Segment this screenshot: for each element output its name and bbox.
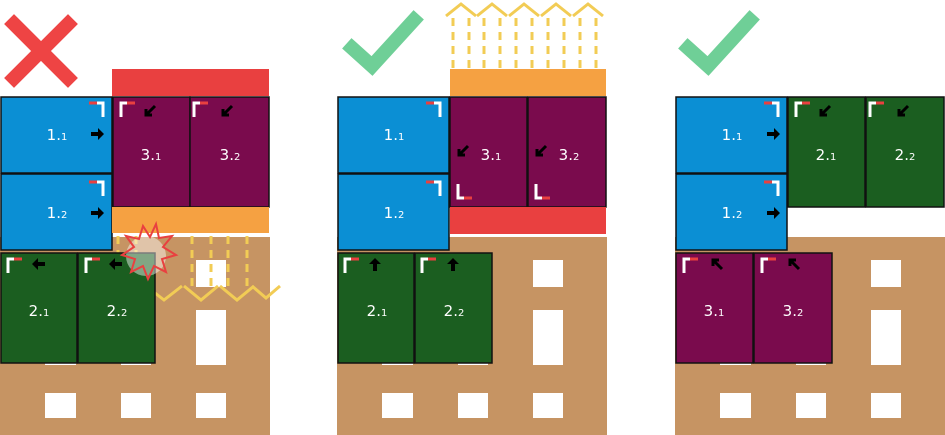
box-sublabel: 1 [61,132,67,143]
box-label: 2. [367,302,381,320]
red-bar [112,69,269,96]
box-3-2: 3.2 [527,96,607,208]
box-label: 3. [220,146,234,164]
svg-text:1.2: 1.2 [47,204,68,222]
panel-2: 1.1 1.2 3.1 3.2 2.1 [337,2,607,435]
box-1-2: 1.2 [0,173,113,251]
box-label: 3. [704,302,718,320]
svg-text:3.2: 3.2 [220,146,241,164]
box-sublabel: 2 [234,152,240,163]
box-sublabel: 2 [573,152,579,163]
box-2-1: 2.1 [0,252,78,364]
box-label: 3. [141,146,155,164]
box-label: 1. [722,126,736,144]
box-3-1: 3.1 [112,96,191,208]
box-sublabel: 2 [909,152,915,163]
box-sublabel: 2 [398,210,404,221]
box-sublabel: 2 [797,308,803,319]
box-sublabel: 2 [458,308,464,319]
box-sublabel: 1 [155,152,161,163]
svg-text:2.2: 2.2 [895,146,916,164]
orange-bar [112,207,269,233]
box-sublabel: 1 [495,152,501,163]
svg-text:2.2: 2.2 [444,302,465,320]
box-1-2: 1.2 [337,173,450,251]
svg-text:3.1: 3.1 [481,146,502,164]
box-sublabel: 2 [121,308,127,319]
svg-text:3.2: 3.2 [783,302,804,320]
svg-text:3.2: 3.2 [559,146,580,164]
box-1-1: 1.1 [0,96,113,174]
box-1-2: 1.2 [675,173,788,251]
dashed-arrows-up [445,2,604,68]
svg-text:1.1: 1.1 [722,126,743,144]
box-3-2: 3.2 [189,96,270,208]
panel-1: 1.1 1.2 3.1 3.2 [0,14,281,435]
box-label: 2. [444,302,458,320]
box-2-2: 2.2 [865,96,945,208]
check-icon [342,10,424,76]
box-sublabel: 1 [381,308,387,319]
cross-icon [4,14,78,88]
box-sublabel: 1 [830,152,836,163]
box-sublabel: 1 [736,132,742,143]
box-label: 3. [559,146,573,164]
box-label: 2. [29,302,43,320]
check-icon [678,10,760,76]
box-sublabel: 1 [718,308,724,319]
box-label: 1. [47,204,61,222]
box-label: 1. [384,204,398,222]
box-label: 2. [816,146,830,164]
svg-text:2.1: 2.1 [816,146,837,164]
orange-bar [450,69,606,96]
box-1-1: 1.1 [675,96,788,174]
box-2-2: 2.2 [77,252,156,364]
svg-text:1.2: 1.2 [384,204,405,222]
box-2-2: 2.2 [414,252,493,364]
box-label: 3. [783,302,797,320]
box-sublabel: 1 [43,308,49,319]
svg-text:3.1: 3.1 [704,302,725,320]
panel-3: 1.1 1.2 2.1 2.2 3.1 [675,10,945,435]
box-2-1: 2.1 [337,252,415,364]
box-sublabel: 2 [61,210,67,221]
svg-text:1.2: 1.2 [722,204,743,222]
svg-text:2.2: 2.2 [107,302,128,320]
red-bar [450,207,606,234]
svg-text:1.1: 1.1 [47,126,68,144]
box-1-1: 1.1 [337,96,450,174]
box-3-1: 3.1 [675,252,754,364]
box-label: 3. [481,146,495,164]
collision-icon [119,220,179,282]
box-label: 1. [47,126,61,144]
box-label: 1. [722,204,736,222]
box-2-1: 2.1 [787,96,866,208]
box-3-2: 3.2 [753,252,833,364]
box-label: 2. [107,302,121,320]
svg-text:2.1: 2.1 [29,302,50,320]
box-sublabel: 2 [736,210,742,221]
svg-text:2.1: 2.1 [367,302,388,320]
box-3-1: 3.1 [449,96,528,208]
box-label: 2. [895,146,909,164]
svg-text:3.1: 3.1 [141,146,162,164]
box-label: 1. [384,126,398,144]
svg-text:1.1: 1.1 [384,126,405,144]
box-sublabel: 1 [398,132,404,143]
